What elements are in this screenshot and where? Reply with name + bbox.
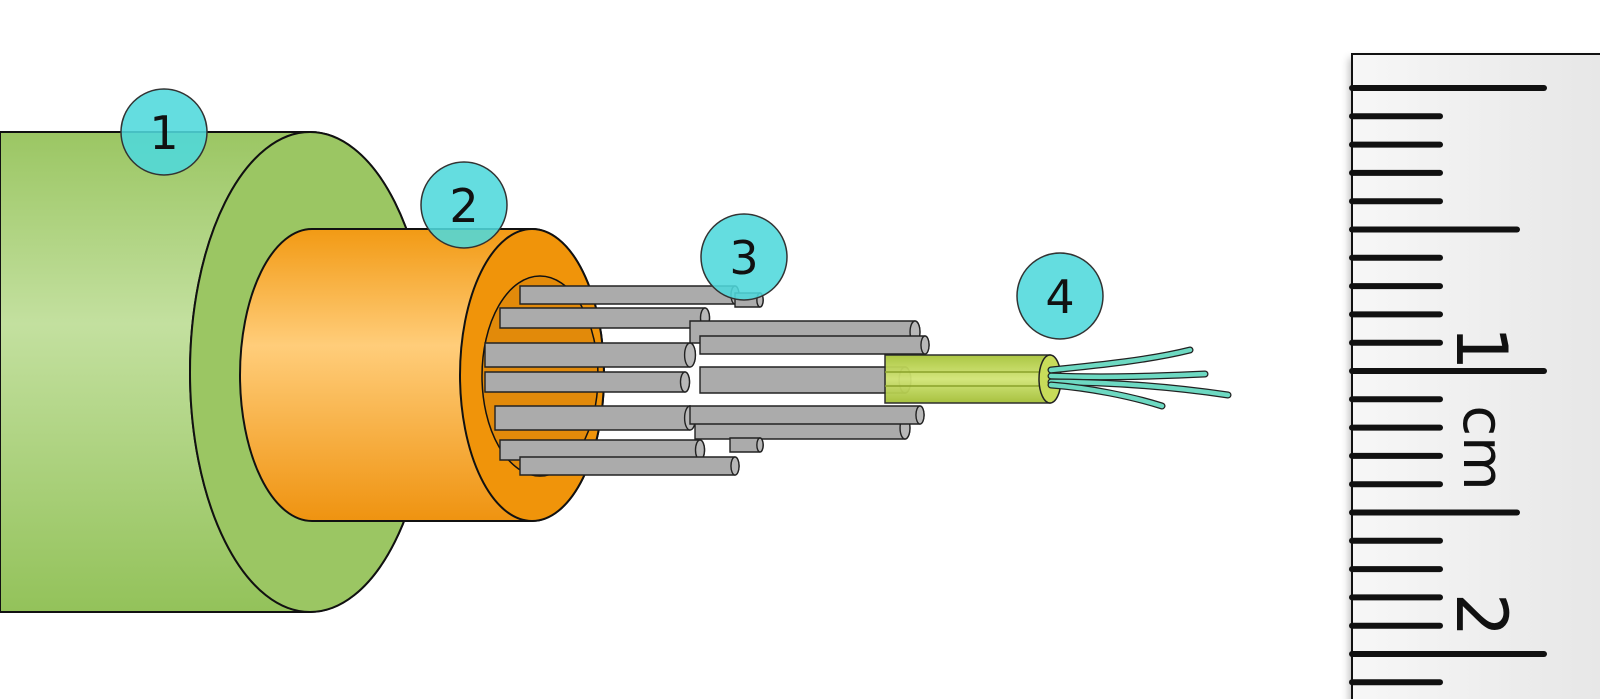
strength-member-rod <box>519 456 740 476</box>
strength-member-end <box>756 437 764 453</box>
ruler: 1 cm 2 <box>1349 53 1600 699</box>
strength-member-rod <box>494 405 697 431</box>
strength-member-end <box>915 405 925 425</box>
strength-member-rod <box>484 342 697 368</box>
strength-member-rod <box>519 285 740 305</box>
ruler-mark-2: 2 <box>1440 593 1522 638</box>
optical-fibers <box>1047 346 1232 410</box>
callout-1: 1 <box>120 88 208 176</box>
callout-2: 2 <box>420 161 508 249</box>
callout-1-label: 1 <box>149 106 178 160</box>
core-tube <box>884 354 1062 404</box>
callout-3: 3 <box>700 213 788 301</box>
strength-member-end <box>679 371 691 393</box>
ruler-mark-1: 1 <box>1440 326 1522 371</box>
callout-2-label: 2 <box>449 179 478 233</box>
ruler-unit: cm <box>1450 405 1515 490</box>
strength-member-end <box>920 335 930 355</box>
callout-3-label: 3 <box>729 231 758 285</box>
callout-4-label: 4 <box>1045 270 1074 324</box>
ruler-ticks <box>1349 85 1547 686</box>
strength-member-end <box>683 342 697 368</box>
strength-member-end <box>730 456 740 476</box>
strength-member-rod <box>699 335 930 355</box>
strength-member-rod <box>699 366 912 394</box>
strength-members <box>484 285 930 476</box>
strength-member-rod <box>689 405 925 425</box>
strength-member-rod <box>499 307 711 329</box>
strength-member-rod <box>484 371 691 393</box>
callout-4: 4 <box>1016 252 1104 340</box>
